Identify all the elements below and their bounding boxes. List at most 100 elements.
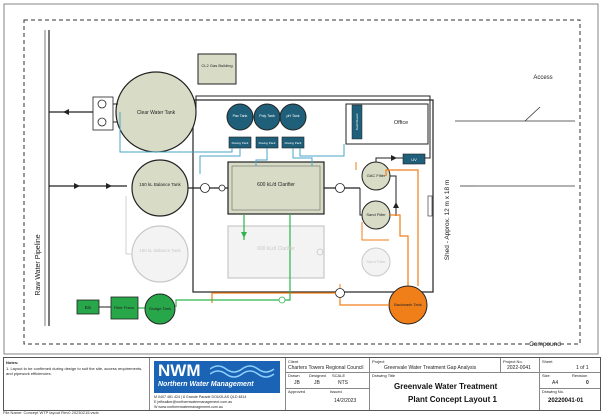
sludge-line: [175, 214, 291, 307]
uv-label: UV: [411, 157, 417, 162]
backwash-tank-label: Backwash Tank: [394, 302, 422, 307]
switchboard-label: Switchboard: [355, 113, 359, 130]
flow-arrow-icon: [241, 232, 247, 238]
feed-pump-icon: [200, 183, 210, 193]
revision-label: Revision: [572, 373, 588, 378]
backwash-pump-icon: [335, 288, 345, 298]
balance-tank-label: 150 kL Balance Tank: [139, 182, 181, 187]
dosing-pack-label: Dosing Pack: [232, 141, 249, 145]
dosing-line: [292, 148, 313, 166]
bin-label: Bin: [85, 305, 92, 310]
flow-arrow-icon: [391, 155, 397, 161]
pac-tank: [226, 103, 254, 131]
clarifier-label: 600 kL/d Clarifier: [257, 182, 295, 188]
poly-tank-label: Poly Tank: [259, 114, 275, 118]
valve-icon: [316, 248, 324, 256]
backwash-line: [361, 222, 389, 241]
filter-pump-icon: [335, 183, 345, 193]
pump-icon: [97, 117, 107, 127]
filter-press: [110, 296, 139, 320]
pump-icon: [97, 99, 107, 109]
sand-filter-future: [361, 247, 391, 277]
sludge-tank-label: Sludge Tank: [149, 306, 171, 311]
balance-tank-future-label: 150 kL Balance Tank: [139, 248, 181, 253]
drawing-title-line-1: Greenvale Water Treatment: [394, 382, 498, 391]
project-label: Project: [372, 359, 385, 364]
drawing-no-value: 20220041-01: [548, 398, 584, 404]
backwash-return-line: [339, 297, 389, 306]
dosing-line: [299, 144, 345, 157]
filter-press-label: Filter Press: [114, 305, 134, 310]
dosing-pack-label: Dosing Pack: [259, 141, 276, 145]
project-no-label: Project No.: [503, 359, 523, 364]
backwash-return-line: [211, 292, 336, 303]
balance-tank: [131, 159, 189, 217]
drawing-title-label: Drawing Title: [372, 373, 396, 378]
flow-arrow-icon: [393, 202, 399, 208]
flow-arrow-icon: [74, 183, 80, 189]
access-label: Access: [533, 75, 552, 81]
company-contact-1: M 0407 481 424 | 8 Grande Parade DOUGLAS…: [154, 395, 247, 399]
sand-filter-future-label: Sand Filter: [366, 259, 386, 264]
backwash-line: [385, 169, 419, 286]
sheet-value: 1 of 1: [576, 365, 589, 371]
switchboard: [351, 104, 363, 140]
valve-icon: [278, 296, 286, 304]
size-label: Size: [542, 373, 550, 378]
sand-filter-label: Sand Filter: [366, 212, 386, 217]
client-label: Client: [288, 359, 299, 364]
dosing-line: [199, 148, 241, 174]
project-value: Greenvale Water Treatment Gap Analysis: [384, 365, 477, 371]
cl2-gas-building-label: CL2 Gas Building: [201, 63, 232, 68]
shed-label: Shed - Approx. 12 m x 18 m: [444, 180, 451, 261]
sheet-label: Sheet: [542, 359, 553, 364]
flow-arrow-icon: [63, 109, 69, 115]
company-logo: NWM: [158, 361, 201, 380]
clarifier: [227, 161, 325, 215]
drawn-value: JB: [294, 380, 300, 386]
drawing-no-label: Drawing No.: [542, 389, 565, 394]
pac-tank-label: Pac Tank: [233, 114, 248, 118]
client-value: Charters Towers Regional Council: [288, 365, 364, 371]
raw-water-pipeline-label: Raw Water Pipeline: [35, 234, 42, 295]
plant-layout-drawing: Access Compound Raw Water Pipeline Shed …: [3, 3, 599, 355]
issued-label: Issued: [330, 389, 342, 394]
issued-value: 14/2/2023: [334, 398, 357, 404]
size-value: A4: [552, 380, 559, 386]
file-name-footer: File Name: Concept WTP layout Rev0 20230…: [3, 410, 99, 415]
company-logo-panel: NWM Northern Water Management: [154, 361, 280, 393]
pipe: [359, 188, 362, 216]
drawn-label: Drawn: [288, 373, 300, 378]
uv-unit: [402, 153, 426, 165]
notes-label: Notes:: [6, 360, 19, 365]
office-label: Office: [394, 120, 408, 126]
shed-outline: [192, 99, 434, 293]
clarifier-future-label: 600 kL/d Clarifier: [257, 246, 295, 252]
company-contact-2: E jeffwalker@northernwatermanagement.com…: [154, 400, 233, 404]
compound-label: Compound: [529, 341, 561, 348]
drawing-title-line-2: Plant Concept Layout 1: [408, 395, 497, 404]
scale-label: SCALE: [332, 373, 346, 378]
gac-filter-label: GAC Filter: [367, 173, 386, 178]
clarifier-inner: [231, 165, 321, 211]
page-border: [3, 3, 599, 355]
cl2-gas-building: [197, 53, 237, 85]
sludge-tank: [144, 293, 176, 325]
notes-text: 1. Layout to be confirmed during design …: [6, 366, 143, 376]
clear-water-tank-label: Clear Water Tank: [137, 110, 176, 116]
designed-value: JB: [314, 380, 320, 386]
balance-tank-future: [131, 225, 189, 283]
dosing-line: [255, 148, 268, 166]
designed-label: Designed: [309, 373, 326, 378]
project-no-value: 2022-0041: [507, 365, 531, 371]
pipe: [390, 175, 397, 216]
access-road-line: [524, 106, 541, 122]
approved-label: Approved: [288, 389, 306, 394]
dosing-line: [119, 112, 233, 153]
company-name: Northern Water Management: [158, 381, 254, 388]
flow-arrow-icon: [106, 183, 112, 189]
company-contact-3: W www.northernwatermanagement.com.au: [154, 405, 223, 409]
scale-value: NTS: [338, 380, 348, 386]
backwash-line: [390, 214, 409, 286]
dosing-pack-label: Dosing Pack: [285, 141, 302, 145]
